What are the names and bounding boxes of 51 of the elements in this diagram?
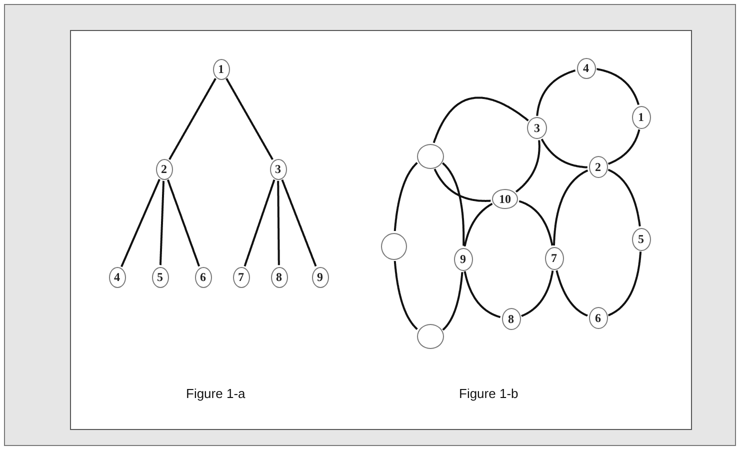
numbered-node: 8 xyxy=(270,266,288,288)
empty-node xyxy=(416,324,444,348)
figure-caption: Figure 1-a xyxy=(186,386,246,401)
connector-line xyxy=(464,270,501,318)
connector-line xyxy=(556,270,588,317)
numbered-node: 1 xyxy=(212,58,230,80)
connector-line xyxy=(159,180,165,266)
connector-line xyxy=(608,128,640,165)
connector-line xyxy=(608,251,642,316)
connector-line xyxy=(244,179,276,267)
numbered-node: 2 xyxy=(156,158,172,180)
connector-line xyxy=(277,180,280,266)
connector-line xyxy=(520,270,554,318)
connector-line xyxy=(226,78,274,160)
connector-line xyxy=(120,178,160,268)
connector-line xyxy=(464,202,493,247)
numbered-node: 7 xyxy=(544,246,564,270)
empty-node xyxy=(416,144,444,168)
connector-line xyxy=(166,179,200,267)
numbered-node: 3 xyxy=(527,117,547,139)
connector-line xyxy=(394,260,418,330)
numbered-node: 8 xyxy=(502,308,520,330)
numbered-node: 4 xyxy=(108,266,126,288)
numbered-node: 2 xyxy=(588,156,608,178)
connector-line xyxy=(434,168,492,202)
connector-line xyxy=(553,170,588,246)
connector-line xyxy=(281,179,317,267)
connector-line xyxy=(168,78,216,160)
numbered-node: 6 xyxy=(194,266,212,288)
connector-line xyxy=(442,162,465,246)
connector-line xyxy=(518,200,554,246)
numbered-node: 9 xyxy=(312,266,328,288)
connector-line xyxy=(596,68,640,106)
connector-line xyxy=(432,96,529,144)
connector-line xyxy=(540,138,588,168)
numbered-node: 10 xyxy=(492,189,518,209)
numbered-node: 1 xyxy=(632,106,650,128)
figure-caption: Figure 1-b xyxy=(459,386,518,401)
numbered-node: 9 xyxy=(454,248,472,270)
empty-node xyxy=(381,232,407,260)
connector-line xyxy=(608,168,641,227)
connector-line xyxy=(394,162,418,232)
numbered-node: 5 xyxy=(152,266,168,288)
numbered-node: 7 xyxy=(232,266,250,288)
numbered-node: 3 xyxy=(270,158,286,180)
numbered-node: 6 xyxy=(588,307,608,329)
numbered-node: 5 xyxy=(632,228,650,250)
connector-line xyxy=(536,70,576,116)
connector-line xyxy=(442,272,464,331)
connector-line xyxy=(515,140,540,193)
numbered-node: 4 xyxy=(576,58,596,78)
